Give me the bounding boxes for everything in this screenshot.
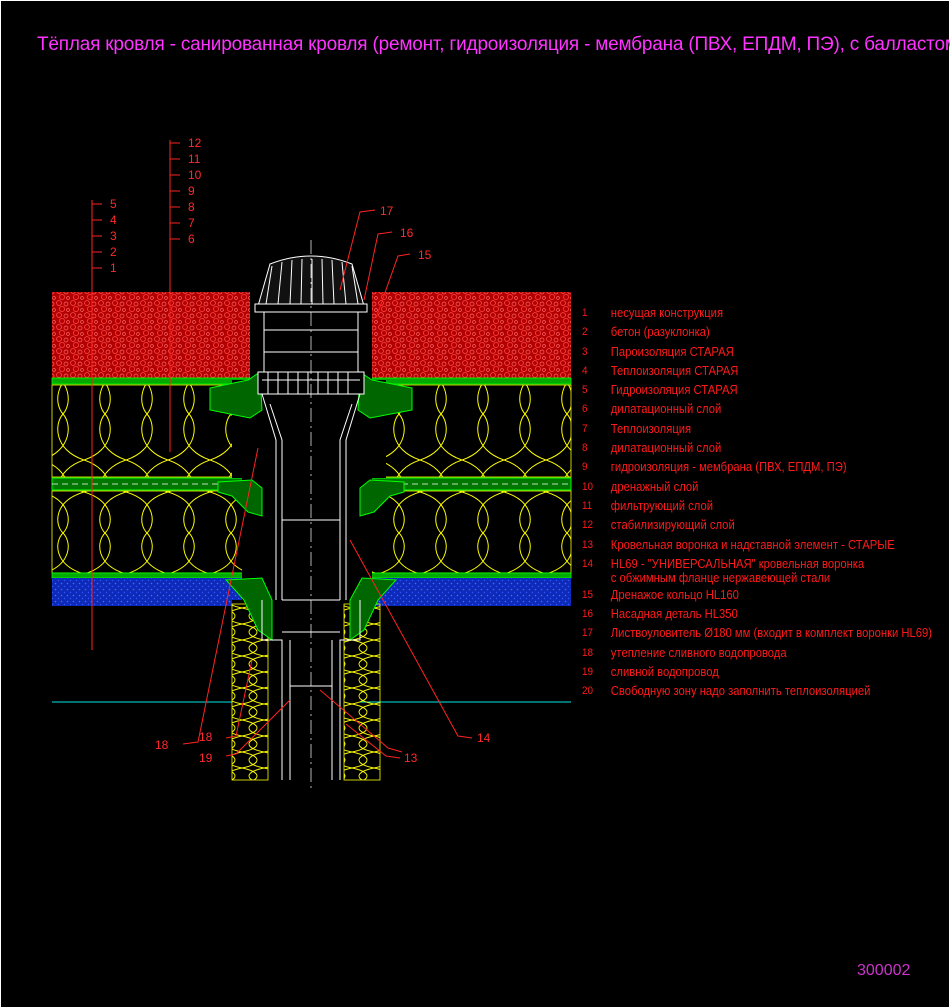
legend-item-text: бетон (разуклонка): [610, 325, 710, 340]
drawing-title: Тёплая кровля - санированная кровля (рем…: [37, 34, 950, 55]
legend-item: 5 Гидроизоляция СТАРАЯ: [582, 383, 911, 402]
legend-item: 4 Теплоизоляция СТАРАЯ: [582, 364, 911, 383]
legend-item-text: Листвоуловитель Ø180 мм (входит в компле…: [610, 626, 933, 641]
legend-item-number: 8: [582, 442, 588, 455]
legend-item-number: 15: [582, 588, 594, 601]
callout-5: 5: [110, 197, 117, 211]
legend-item: 10 дренажный слой: [582, 480, 911, 499]
legend-item: 17 Листвоуловитель Ø180 мм (входит в комп…: [582, 626, 932, 645]
legend-item: 9 гидроизоляция - мембрана (ПВХ, ЕПДМ, ПЭ…: [582, 460, 911, 479]
callout-18-left: 18: [155, 738, 169, 752]
legend-item-number: 7: [582, 422, 588, 435]
legend-item-number: 4: [582, 364, 588, 377]
legend-item: 13 Кровельная воронка и надставной элемен…: [582, 538, 911, 557]
legend: 1 несущая конструкция 2 бетон (разуклонка) 3…: [582, 306, 948, 704]
legend-item-text: сливной водопровод: [610, 665, 719, 680]
legend-item-number: 9: [582, 461, 588, 474]
callout-14: 14: [477, 731, 491, 745]
drawing-stamp: 300002: [857, 962, 911, 979]
legend-item: 7 Теплоизоляция: [582, 422, 911, 441]
callout-15: 15: [418, 248, 432, 262]
legend-item: 19 сливной водопровод: [582, 665, 911, 684]
legend-item-number: 11: [582, 499, 593, 512]
legend-item: 6 дилатационный слой: [582, 402, 911, 421]
legend-item-number: 10: [582, 480, 594, 493]
legend-item-number: 19: [582, 666, 594, 679]
callout-17: 17: [380, 204, 394, 218]
legend-item-number: 13: [582, 538, 594, 551]
legend-item-text: стабилизирующий слой: [610, 518, 735, 533]
legend-item-text: дилатационный слой: [610, 402, 722, 417]
legend-item-text: Гидроизоляция СТАРАЯ: [610, 383, 738, 398]
legend-item-text: Теплоизоляция СТАРАЯ: [610, 363, 739, 378]
legend-item-text: Пароизоляция СТАРАЯ: [610, 344, 734, 359]
legend-item: 15 Дренажое кольцо HL160: [582, 588, 911, 607]
callout-1: 1: [110, 261, 117, 275]
callout-12: 12: [188, 136, 202, 150]
legend-item-text: утепление сливного водопровода: [610, 645, 787, 660]
legend-item: 20 Свободную зону надо заполнить теплоизо…: [582, 684, 911, 703]
callout-16: 16: [400, 226, 414, 240]
legend-item: 11 фильтрующий слой: [582, 499, 911, 518]
callout-18-right: 18: [199, 730, 213, 744]
legend-item: 3 Пароизоляция СТАРАЯ: [582, 345, 911, 364]
legend-item-number: 1: [582, 307, 588, 319]
legend-item: 1 несущая конструкция: [582, 306, 911, 325]
legend-item: 16 Насадная деталь HL350: [582, 607, 911, 626]
legend-item-text: гидроизоляция - мембрана (ПВХ, ЕПДМ, ПЭ): [610, 460, 847, 475]
legend-item-text: Кровельная воронка и надставной элемент …: [610, 537, 895, 552]
legend-item: 18 утепление сливного водопровода: [582, 646, 911, 665]
legend-item: 2 бетон (разуклонка): [582, 325, 911, 344]
legend-item-number: 3: [582, 345, 588, 358]
callout-9: 9: [188, 184, 195, 198]
legend-item-number: 6: [582, 403, 588, 416]
legend-item-text: фильтрующий слой: [610, 498, 714, 513]
legend-item-text: HL69 - "УНИВЕРСАЛЬНАЯ" кровельная воронк…: [610, 556, 865, 585]
callout-3: 3: [110, 229, 117, 243]
legend-item-number: 2: [582, 326, 588, 339]
legend-item-text: Насадная деталь HL350: [610, 607, 738, 622]
legend-item-number: 12: [582, 519, 594, 532]
callout-8: 8: [188, 200, 195, 214]
callout-19: 19: [199, 751, 213, 765]
legend-item-text: Дренажое кольцо HL160: [610, 587, 739, 602]
callout-2: 2: [110, 245, 117, 259]
legend-item-number: 17: [582, 627, 594, 640]
legend-item: 8 дилатационный слой: [582, 441, 911, 460]
legend-item-number: 14: [582, 557, 594, 570]
callout-11: 11: [188, 152, 201, 166]
legend-item-text: дренажный слой: [610, 479, 699, 494]
legend-item-text: Свободную зону надо заполнить теплоизоля…: [610, 684, 871, 699]
callout-13: 13: [404, 751, 418, 765]
legend-item-number: 20: [582, 685, 594, 698]
legend-item: 14 HL69 - "УНИВЕРСАЛЬНАЯ" кровельная воро…: [582, 557, 911, 588]
legend-item-number: 18: [582, 646, 594, 659]
callout-6: 6: [188, 232, 195, 246]
legend-item-text: Теплоизоляция: [610, 421, 692, 436]
legend-item-number: 16: [582, 608, 594, 621]
legend-item-number: 5: [582, 384, 588, 397]
callout-10: 10: [188, 168, 202, 182]
legend-item-text: дилатационный слой: [610, 441, 722, 456]
legend-item: 12 стабилизирующий слой: [582, 518, 911, 537]
callout-4: 4: [110, 213, 117, 227]
legend-item-text: несущая конструкция: [610, 306, 724, 320]
callout-7: 7: [188, 216, 195, 230]
